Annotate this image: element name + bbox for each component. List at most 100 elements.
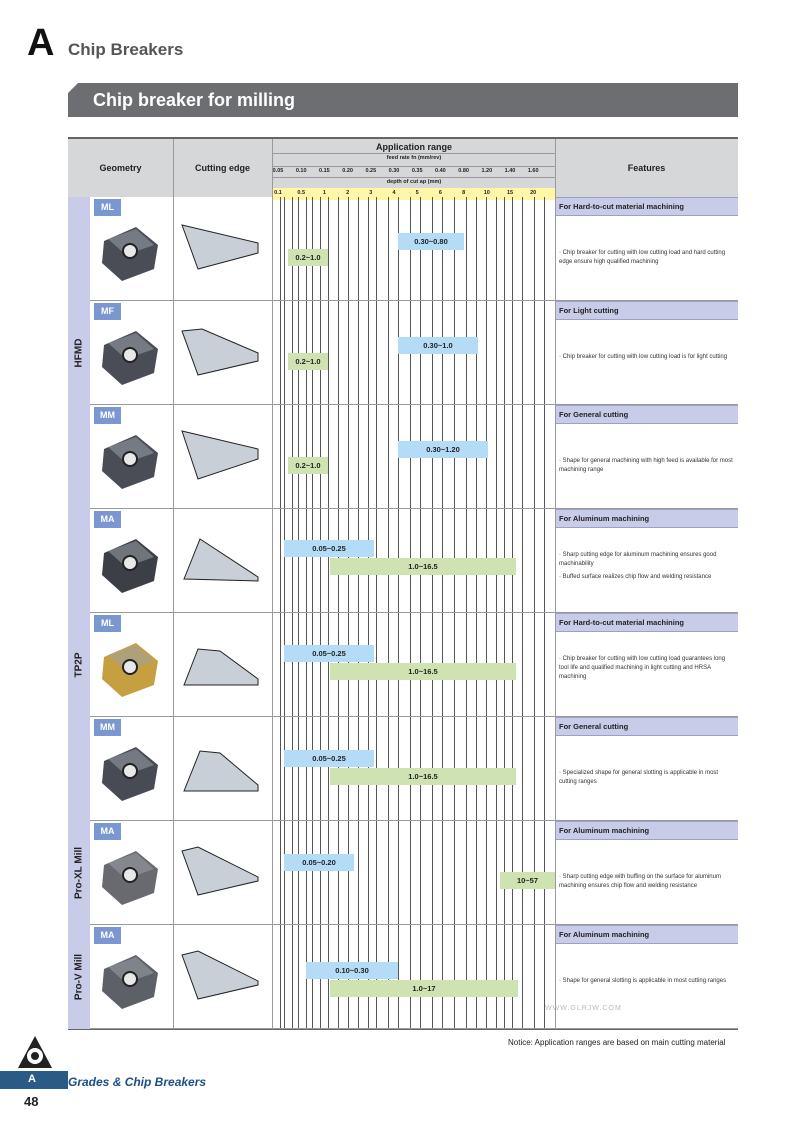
insert-image (102, 435, 158, 489)
grid-line (420, 821, 421, 925)
column-divider (272, 717, 273, 821)
column-divider (272, 821, 273, 925)
chip-breaker-code: MM (94, 719, 121, 736)
depth-range-bar: 0.2~1.0 (288, 249, 328, 266)
depth-tick: 0.1 (274, 190, 282, 196)
family-label: HFMD (73, 338, 85, 368)
column-divider (173, 197, 174, 301)
grid-line (432, 925, 433, 1029)
column-divider (555, 821, 556, 925)
cutting-edge-profile (181, 430, 259, 480)
page-number: 48 (24, 1094, 39, 1109)
grid-line (280, 197, 281, 301)
column-divider (173, 925, 174, 1029)
table-bottom-rule (68, 1029, 738, 1030)
feature-text: · Chip breaker for cutting with low cutt… (559, 250, 726, 265)
grid-line (544, 405, 545, 509)
feed-rate-tick: 0.15 (319, 168, 330, 174)
grid-line (534, 925, 535, 1029)
grid-line (312, 717, 313, 821)
column-divider (173, 613, 174, 717)
cutting-edge-profile (181, 224, 259, 270)
grid-line (368, 405, 369, 509)
feature-text: · Chip breaker for cutting with low cutt… (559, 656, 726, 680)
feature-text: · Shape for general slotting is applicab… (559, 978, 727, 984)
grid-line (320, 717, 321, 821)
feature-text: · Chip breaker for cutting with low cutt… (559, 354, 728, 360)
grid-line (298, 613, 299, 717)
section-tab: A (0, 1071, 68, 1089)
feature-title: For General cutting (555, 405, 738, 424)
grid-line (338, 405, 339, 509)
depth-range-bar: 0.2~1.0 (288, 457, 328, 474)
cutting-edge-profile (183, 538, 259, 582)
insert-image (102, 747, 158, 801)
cutting-edge-header: Cutting edge (195, 163, 250, 173)
column-divider (272, 405, 273, 509)
family-pro-v-mill: Pro-V Mill (68, 925, 90, 1029)
feed-rate-tick: 0.35 (411, 168, 423, 174)
banner-title: Chip breaker for milling (93, 90, 296, 110)
depth-range-bar: 1.0~16.5 (330, 663, 516, 680)
feature-title: For Aluminum machining (555, 509, 738, 528)
feature-title: For General cutting (555, 717, 738, 736)
grid-line (328, 301, 329, 405)
depth-tick: 20 (530, 190, 537, 196)
feature-text: · Sharp cutting edge for aluminum machin… (559, 552, 717, 567)
divider (272, 153, 555, 154)
grid-line (454, 925, 455, 1029)
grid-line (522, 301, 523, 405)
grid-line (398, 925, 399, 1029)
grid-line (522, 405, 523, 509)
grid-line (328, 821, 329, 925)
grid-line (284, 197, 285, 301)
feed-rate-tick: 0.05 (272, 168, 284, 174)
column-divider (272, 301, 273, 405)
feed-range-bar: 0.30~1.20 (398, 441, 488, 458)
grid-line (284, 405, 285, 509)
grid-line (442, 925, 443, 1029)
feed-range-bar: 0.10~0.30 (306, 962, 398, 979)
feed-range-bar: 0.05~0.25 (284, 645, 374, 662)
grid-line (522, 925, 523, 1029)
insert-image (102, 643, 158, 697)
notice-text: Notice: Application ranges are based on … (508, 1038, 726, 1047)
depth-range-bar: 1.0~17 (330, 980, 518, 997)
features-header: Features (627, 163, 666, 173)
chip-breaker-code: MA (94, 511, 121, 528)
family-tp2p: TP2P (68, 509, 90, 821)
grid-line (280, 613, 281, 717)
grid-line (534, 301, 535, 405)
title-banner: Chip breaker for milling (68, 83, 738, 117)
grid-line (328, 509, 329, 613)
column-divider (555, 405, 556, 509)
grid-line (298, 821, 299, 925)
geometry-header: Geometry (99, 163, 142, 173)
grid-line (388, 197, 389, 301)
feed-rate-tick: 0.10 (295, 168, 307, 174)
cutting-edge-profile (181, 328, 259, 376)
grid-line (280, 925, 281, 1029)
watermark: WWW.GLRJW.COM (545, 1005, 622, 1012)
row-divider (90, 300, 738, 301)
grid-line (496, 301, 497, 405)
feed-rate-tick: 0.40 (435, 168, 446, 174)
insert-image (102, 227, 158, 281)
grid-line (320, 509, 321, 613)
footer-section-title: Grades & Chip Breakers (68, 1075, 207, 1089)
depth-tick: 4 (392, 190, 396, 196)
grid-line (420, 925, 421, 1029)
depth-band (272, 188, 555, 200)
feed-range-bar: 0.30~0.80 (398, 233, 464, 250)
grid-line (284, 821, 285, 925)
grid-line (466, 821, 467, 925)
depth-tick: 0.5 (297, 190, 306, 196)
grid-line (410, 925, 411, 1029)
row-divider (90, 820, 738, 821)
row-divider (90, 508, 738, 509)
grid-line (504, 197, 505, 301)
grid-line (348, 821, 349, 925)
brand-logo-icon (18, 1036, 52, 1068)
column-divider (555, 301, 556, 405)
